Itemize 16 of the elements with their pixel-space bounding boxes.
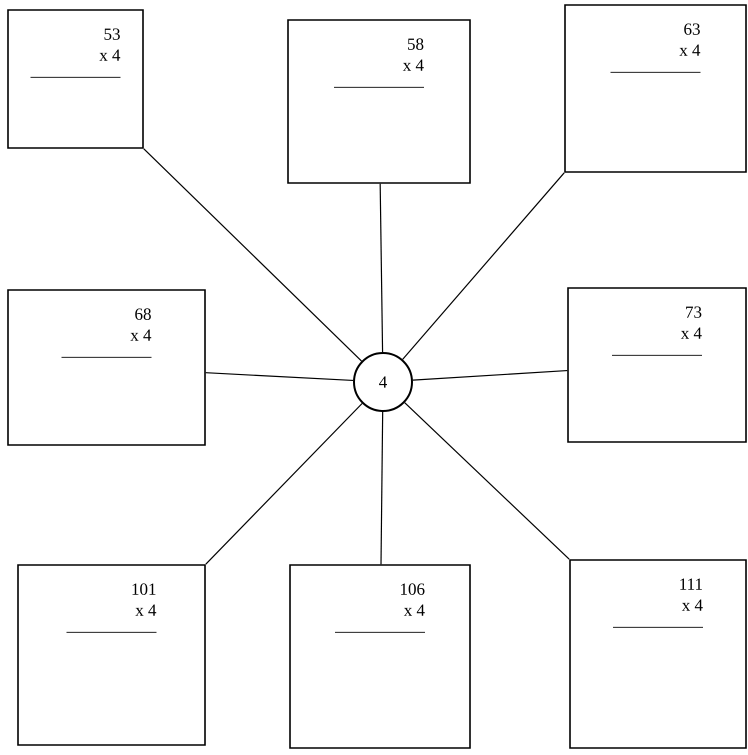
connector-line — [205, 403, 363, 565]
connector-line — [404, 402, 570, 560]
connector-line — [380, 184, 384, 352]
problem-box: 63 x 4 — [564, 4, 747, 173]
problem-box: 68 x 4 — [7, 289, 206, 446]
problem-box: 58 x 4 — [287, 19, 471, 184]
connector-line — [380, 412, 384, 564]
connector-line — [143, 148, 362, 362]
problem-box: 106 x 4 — [289, 564, 471, 749]
connector-line — [412, 370, 568, 381]
connector-line — [206, 372, 354, 382]
connector-line — [402, 172, 565, 360]
problem-box: 111 x 4 — [569, 559, 747, 749]
problem-box: 101 x 4 — [17, 564, 206, 746]
problem-box: 53 x 4 — [7, 9, 144, 149]
problem-box: 73 x 4 — [567, 287, 747, 443]
